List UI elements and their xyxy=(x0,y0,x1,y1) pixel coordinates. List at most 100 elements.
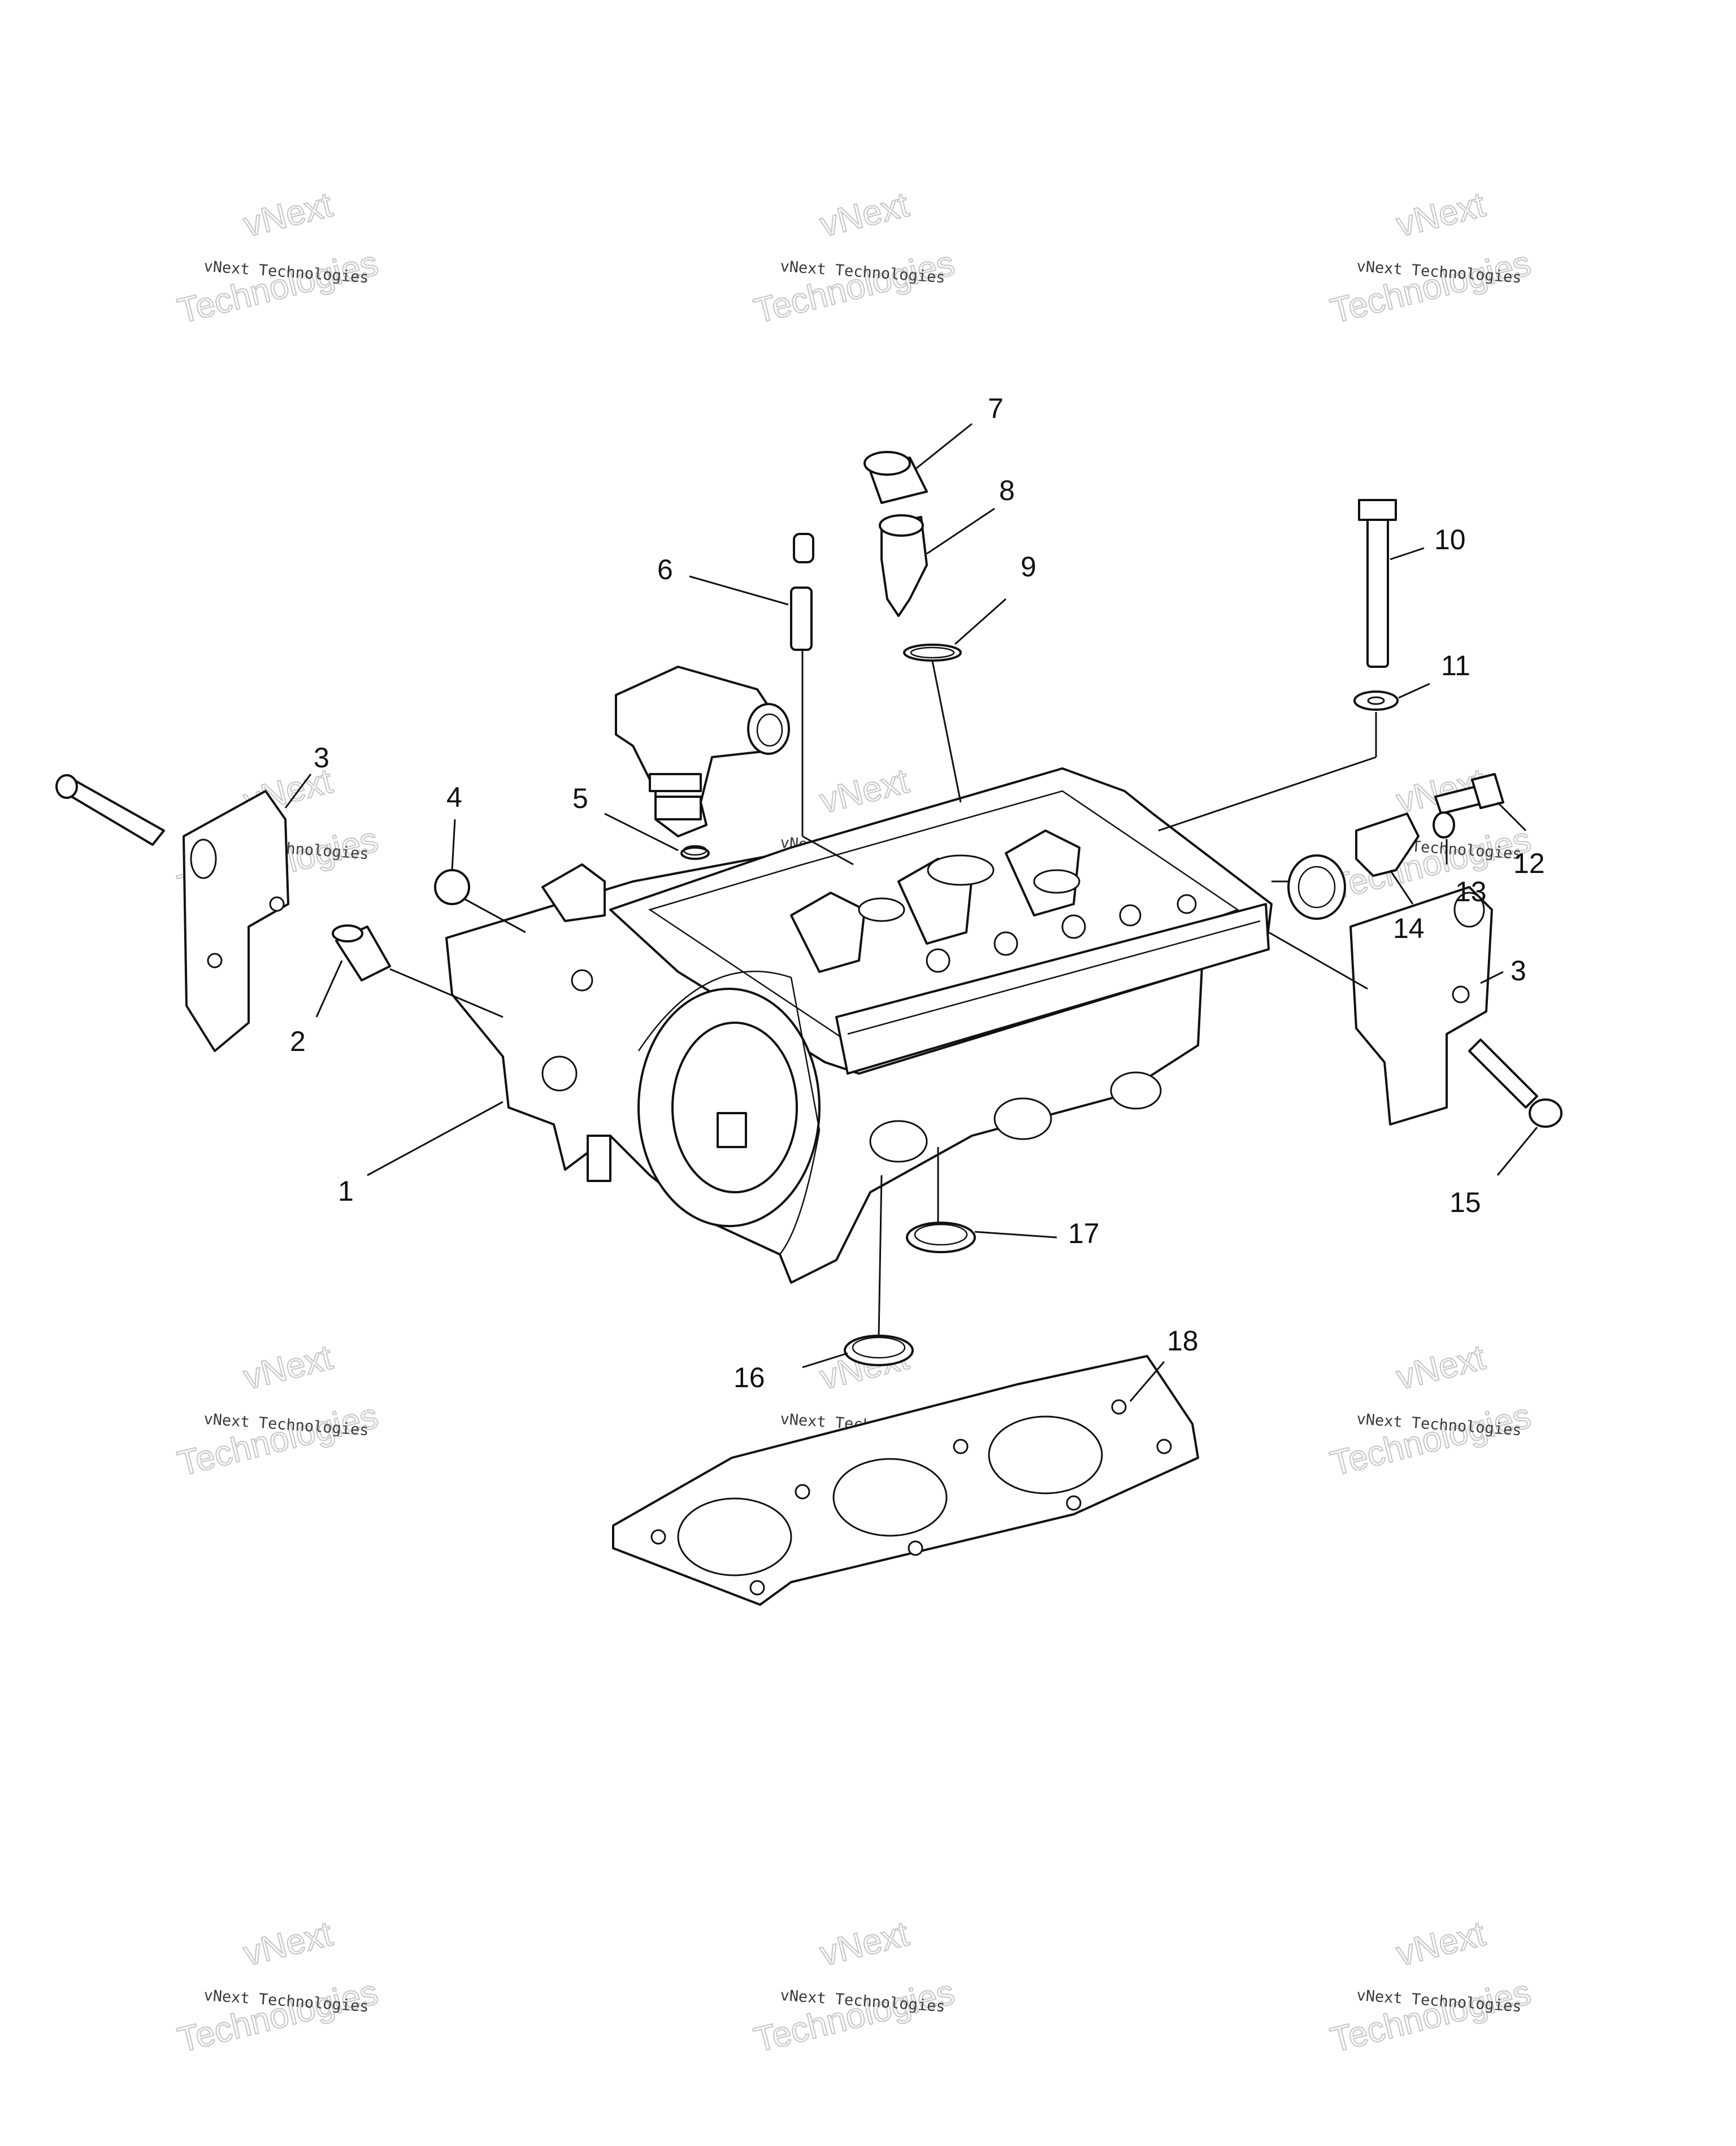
watermark-big-b: Technologies xyxy=(750,244,958,331)
watermark-big-a: vNext xyxy=(240,1914,336,1974)
watermark-big-a: vNext xyxy=(240,185,336,245)
timing-cover-edge xyxy=(637,970,821,1255)
leader-3b xyxy=(1480,971,1504,984)
part-2-dowel-sleeve xyxy=(332,924,504,1018)
watermark-big-b: Technologies xyxy=(1327,1396,1535,1484)
watermark: vNext Technologies vNext Technologies xyxy=(173,1914,383,2061)
part-5-clip xyxy=(680,845,710,860)
gasket-bore xyxy=(832,1458,948,1537)
leader-11 xyxy=(1398,683,1430,699)
leader-4 xyxy=(451,819,456,871)
leader-8 xyxy=(926,507,995,555)
head-front-rail xyxy=(835,903,1270,1075)
leader-1 xyxy=(367,1101,504,1176)
leader-15 xyxy=(1496,1127,1538,1176)
watermark: vNext Technologies vNext Technologies xyxy=(1326,1914,1535,2061)
watermark-big-a: vNext xyxy=(240,1338,336,1397)
watermark: vNext Technologies vNext Technologies xyxy=(1326,185,1535,332)
bolt-hole xyxy=(926,948,951,973)
part-15-bolt xyxy=(1468,1039,1563,1128)
watermark-big-a: vNext xyxy=(816,1914,912,1974)
callout-labels: 1 2 3 3 4 5 6 7 8 9 10 11 12 13 14 15 16… xyxy=(290,393,1545,1393)
part-13-ring xyxy=(1433,811,1455,839)
watermark-big-a: vNext xyxy=(816,762,912,821)
part-7-cap xyxy=(863,451,928,504)
leader-6 xyxy=(689,575,789,606)
callout-1: 1 xyxy=(338,1175,354,1207)
cylinder-head xyxy=(445,767,1273,1284)
leader-12 xyxy=(1496,801,1527,832)
exhaust-port xyxy=(1110,1071,1162,1110)
watermark: vNext Technologies vNext Technologies xyxy=(173,1337,383,1484)
watermark-big-b: Technologies xyxy=(174,1396,382,1484)
callout-2: 2 xyxy=(290,1026,306,1057)
callout-8: 8 xyxy=(999,475,1015,506)
part-12-small-bolt xyxy=(1434,773,1504,815)
callout-3a: 3 xyxy=(314,742,329,774)
end-port xyxy=(541,1055,578,1092)
watermark-big-b: Technologies xyxy=(174,244,382,331)
exhaust-port xyxy=(869,1120,928,1163)
valve-bore xyxy=(1033,869,1080,894)
end-tab xyxy=(587,1135,611,1182)
callout-15: 15 xyxy=(1449,1187,1481,1218)
watermark-big-a: vNext xyxy=(816,185,912,245)
leader-10 xyxy=(1390,547,1425,561)
head-deck-inner xyxy=(648,790,1239,1046)
watermark: vNext Technologies vNext Technologies xyxy=(173,185,383,332)
bolt-hole xyxy=(993,931,1018,956)
leader-lines xyxy=(284,423,1538,1402)
watermark: vNext Technologies vNext Technologies xyxy=(1326,1337,1535,1484)
leader-3a xyxy=(284,774,312,809)
watermark: vNext Technologies vNext Technologies xyxy=(750,1914,959,2061)
bolt-hole xyxy=(1119,904,1142,927)
part-16-seal xyxy=(844,1175,914,1366)
part-10-long-bolt xyxy=(1358,499,1397,668)
callout-11: 11 xyxy=(1441,650,1470,681)
valve-bore xyxy=(858,897,905,922)
end-port-small xyxy=(571,969,593,992)
sensor-boss xyxy=(541,863,606,922)
callout-18: 18 xyxy=(1167,1325,1199,1357)
leader-5 xyxy=(604,813,679,852)
callout-4: 4 xyxy=(446,781,462,813)
gasket-bore xyxy=(677,1497,792,1576)
leader-9 xyxy=(954,598,1006,645)
callout-6: 6 xyxy=(657,554,673,585)
callout-13: 13 xyxy=(1455,876,1487,907)
watermark-big-b: Technologies xyxy=(750,1973,958,2060)
callout-7: 7 xyxy=(988,393,1004,424)
watermark: vNext Technologies vNext Technologies xyxy=(750,185,959,332)
leader-17 xyxy=(974,1231,1057,1239)
callout-14: 14 xyxy=(1393,913,1425,944)
part-9-oring xyxy=(903,644,962,803)
cam-tower xyxy=(790,892,866,973)
watermark-big-b: Technologies xyxy=(1327,1973,1535,2060)
callout-10: 10 xyxy=(1434,524,1466,555)
cam-phaser-inner xyxy=(671,1022,798,1193)
bolt-hole xyxy=(1177,894,1197,914)
part-8-adapter xyxy=(879,514,928,617)
leader-16 xyxy=(802,1352,848,1369)
callout-12: 12 xyxy=(1513,848,1545,879)
phaser-lug xyxy=(717,1112,747,1148)
watermark-big-b: Technologies xyxy=(174,1973,382,2060)
callout-16: 16 xyxy=(734,1362,765,1393)
watermark-big-a: vNext xyxy=(1392,1338,1488,1397)
watermark-big-a: vNext xyxy=(1392,185,1488,245)
part-11-washer xyxy=(1158,690,1399,832)
injector-solenoid xyxy=(615,666,790,837)
bolt-hole xyxy=(1061,914,1086,939)
leader-2 xyxy=(315,960,343,1018)
callout-17: 17 xyxy=(1068,1218,1100,1249)
exhaust-port xyxy=(993,1097,1052,1140)
rail-line xyxy=(847,920,1261,1035)
watermark-big-a: vNext xyxy=(1392,1914,1488,1974)
part-14-fitting xyxy=(1271,813,1420,920)
callout-5: 5 xyxy=(572,783,588,814)
valve-bore xyxy=(927,854,995,886)
callout-9: 9 xyxy=(1021,551,1036,583)
leader-14 xyxy=(1389,870,1414,905)
part-6-valve-guide xyxy=(790,533,854,866)
